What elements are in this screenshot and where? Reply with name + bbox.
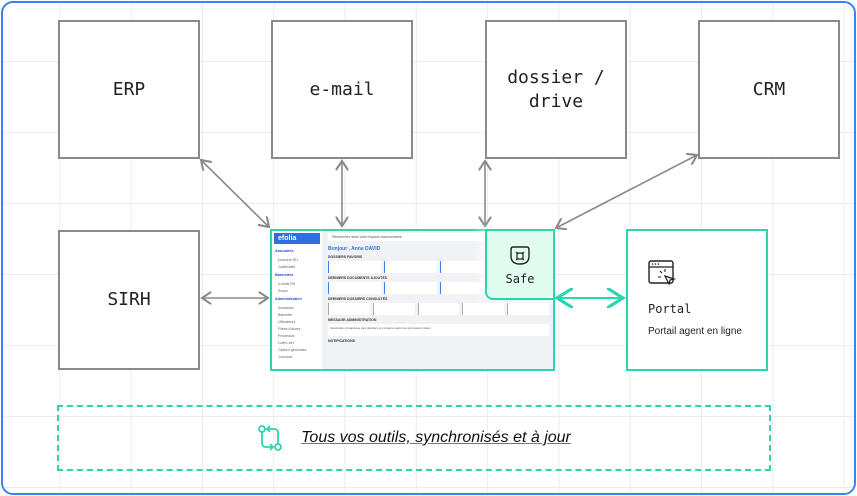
section-heading: NOTIFICATIONS bbox=[328, 339, 355, 343]
card bbox=[440, 261, 493, 273]
node-dossier-drive: dossier / drive bbox=[485, 20, 627, 159]
sidebar-item: e-mails RH bbox=[278, 281, 296, 286]
sidebar-item: Justificatifs bbox=[278, 264, 296, 269]
admin-message: Génération dynamique des dossiers et con… bbox=[328, 324, 549, 336]
sidebar-item: Filtres d'accès bbox=[278, 326, 301, 331]
section-heading: MESSAGE ADMINISTRATION bbox=[328, 318, 377, 322]
app-greeting: Bonjour , Anne DAVID bbox=[328, 246, 381, 252]
sidebar-item: Processus bbox=[278, 333, 295, 338]
section-heading: DOSSIERS FAVORIS bbox=[328, 255, 363, 259]
banner-text: Tous vos outils, synchronisés et à jour bbox=[301, 429, 571, 446]
sync-icon bbox=[258, 425, 283, 451]
app-main: Rechercher dans votre espace documentair… bbox=[324, 231, 553, 369]
section-heading: DERNIERS DOCUMENTS AJOUTÉS bbox=[328, 276, 387, 280]
portal-title: Portal bbox=[648, 302, 692, 316]
card bbox=[462, 303, 505, 315]
sidebar-section: Administration bbox=[275, 297, 302, 301]
card bbox=[328, 303, 370, 315]
sidebar-item: Journaux bbox=[278, 354, 293, 359]
card bbox=[417, 303, 460, 315]
card bbox=[384, 261, 437, 273]
card bbox=[328, 282, 381, 294]
sidebar-section: Bannettes bbox=[275, 273, 294, 277]
sidebar-item: Bannette bbox=[278, 312, 293, 317]
safe-icon bbox=[510, 245, 530, 265]
card bbox=[440, 282, 493, 294]
sidebar-item: Utilisateurs bbox=[278, 319, 296, 324]
app-search: Rechercher dans votre espace documentair… bbox=[328, 233, 549, 241]
sidebar-item: Annuaires bbox=[278, 305, 294, 310]
node-email: e-mail bbox=[271, 20, 413, 159]
node-sirh: SIRH bbox=[58, 230, 200, 370]
card bbox=[384, 282, 437, 294]
sidebar-item: Coffre-fort bbox=[278, 340, 294, 345]
sidebar-item: Scans bbox=[278, 288, 288, 293]
card bbox=[328, 261, 381, 273]
card bbox=[372, 303, 415, 315]
sidebar-section: Annuaires bbox=[275, 249, 294, 253]
sync-banner: Tous vos outils, synchronisés et à jour bbox=[57, 405, 771, 471]
app-sidebar: efolia Annuaires Dossiers RH Justificati… bbox=[272, 231, 322, 369]
app-logo: efolia bbox=[274, 233, 320, 244]
node-crm: CRM bbox=[698, 20, 840, 159]
card bbox=[507, 303, 549, 315]
section-heading: DERNIERS DOSSIERS CONSULTÉS bbox=[328, 297, 388, 301]
sidebar-item: Dossiers RH bbox=[278, 257, 298, 262]
sidebar-item: Options générales bbox=[278, 347, 307, 352]
portal-subtitle: Portail agent en ligne bbox=[648, 326, 742, 337]
browser-click-icon bbox=[648, 260, 677, 286]
safe-label: Safe bbox=[505, 271, 535, 286]
safe-box: Safe bbox=[485, 229, 555, 300]
node-erp: ERP bbox=[58, 20, 200, 159]
portal-box: Portal Portail agent en ligne bbox=[626, 229, 768, 371]
